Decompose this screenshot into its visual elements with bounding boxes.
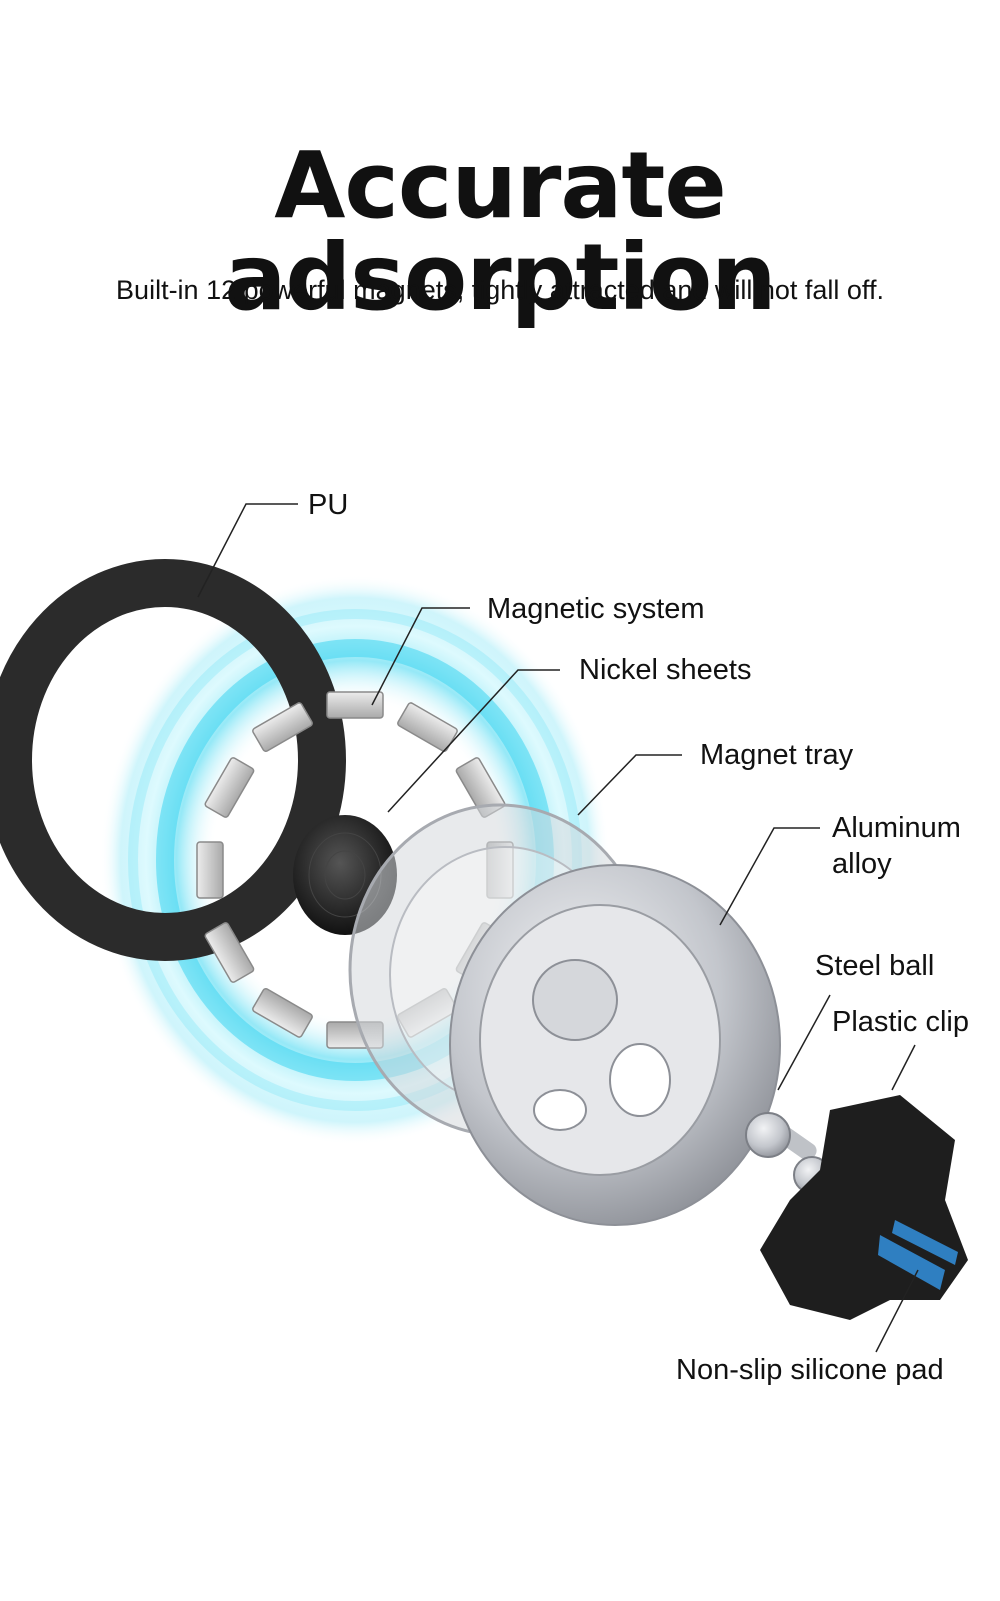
callout-nickel-sheets: Nickel sheets	[579, 654, 752, 686]
callout-magnetic-system: Magnetic system	[487, 593, 705, 625]
pu-ring	[0, 559, 346, 961]
callout-aluminum-alloy: Aluminum alloy	[832, 812, 961, 881]
callout-silicone-pad: Non-slip silicone pad	[676, 1354, 944, 1386]
magnet-block	[397, 702, 458, 753]
callout-plastic-clip: Plastic clip	[832, 1006, 969, 1038]
magnet-block	[204, 757, 255, 818]
aluminum-housing	[449, 864, 781, 1226]
page-title: Accurate adsorption	[224, 132, 776, 331]
page-subtitle: Built-in 12 powerful magnets, tightly at…	[116, 275, 884, 305]
magnet-block	[252, 987, 313, 1038]
callout-steel-ball: Steel ball	[815, 950, 935, 982]
magnet-block	[326, 691, 384, 719]
magnet-block	[196, 841, 224, 899]
callout-leader-lines	[197, 503, 919, 1353]
callout-pu: PU	[308, 489, 349, 521]
magnet-block	[252, 702, 313, 753]
plastic-clip	[760, 1095, 968, 1320]
callout-magnet-tray: Magnet tray	[700, 739, 854, 771]
magnet-block	[204, 922, 255, 983]
